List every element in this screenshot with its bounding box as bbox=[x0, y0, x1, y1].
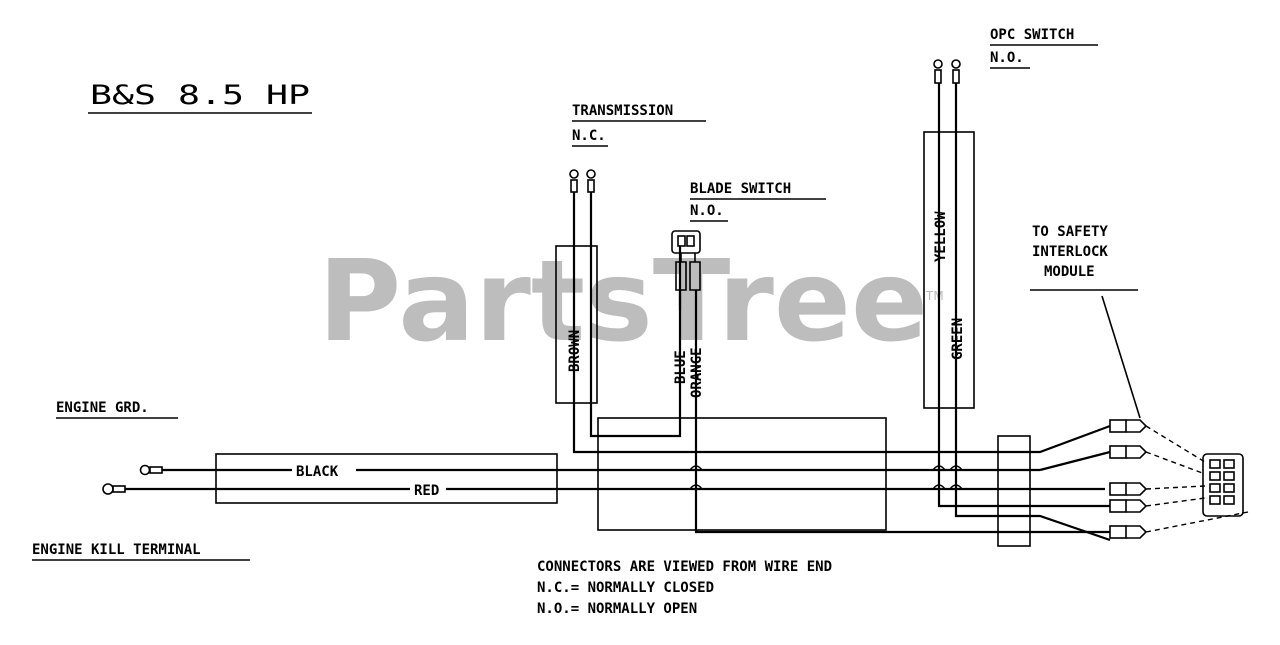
watermark-mark: TM bbox=[925, 289, 944, 303]
wire-red-label: RED bbox=[414, 483, 439, 499]
note-normally-closed: N.C.= NORMALLY CLOSED bbox=[537, 580, 714, 596]
harness-sleeve-main bbox=[215, 453, 558, 504]
engine-ground-label: ENGINE GRD. bbox=[56, 400, 149, 416]
safety-interlock-module-plug bbox=[1202, 453, 1244, 517]
wire-green-label: GREEN bbox=[950, 318, 966, 360]
note-normally-open: N.O.= NORMALLY OPEN bbox=[537, 601, 697, 617]
opc-switch-terminals bbox=[933, 59, 961, 84]
transmission-sleeve bbox=[555, 245, 598, 404]
safety-interlock-terminals bbox=[1109, 419, 1148, 539]
transmission-label: TRANSMISSION bbox=[572, 103, 673, 119]
note-connectors: CONNECTORS ARE VIEWED FROM WIRE END bbox=[537, 559, 832, 575]
engine-kill-ring-terminal bbox=[102, 483, 126, 495]
transmission-state-label: N.C. bbox=[572, 128, 606, 144]
wire-yellow bbox=[937, 83, 1110, 508]
harness-clamp-block bbox=[997, 435, 1031, 547]
wire-green bbox=[954, 83, 1111, 542]
crossover-yellow-black bbox=[932, 465, 946, 471]
watermark: PartsTree bbox=[318, 237, 928, 367]
blade-switch-label: BLADE SWITCH bbox=[690, 181, 791, 197]
transmission-switch-terminals bbox=[569, 169, 596, 193]
crossover-green-black bbox=[949, 465, 963, 471]
wire-brown-a bbox=[572, 192, 1111, 454]
blade-harness-frame bbox=[597, 417, 887, 531]
crossover-green-red bbox=[949, 484, 963, 490]
opc-switch-state-label: N.O. bbox=[990, 50, 1024, 66]
blade-switch-connector bbox=[671, 230, 701, 254]
wire-brown-b bbox=[589, 192, 682, 438]
wire-blue-label: BLUE bbox=[673, 350, 689, 384]
terminal-mapping-lines bbox=[1145, 425, 1249, 533]
engine-ground-terminal bbox=[139, 464, 163, 476]
opc-switch-label: OPC SWITCH bbox=[990, 27, 1074, 43]
safety-label-line3: MODULE bbox=[1044, 264, 1095, 280]
safety-label-line2: INTERLOCK bbox=[1032, 244, 1108, 260]
blade-switch-state-label: N.O. bbox=[690, 203, 724, 219]
crossover-black-orange bbox=[689, 465, 703, 471]
wire-black-label: BLACK bbox=[296, 464, 339, 480]
wire-yellow-label: YELLOW bbox=[933, 211, 949, 262]
diagram-title: B&S 8.5 HP bbox=[90, 80, 310, 111]
crossover-red-orange bbox=[689, 484, 703, 490]
wire-black-end bbox=[1039, 450, 1111, 472]
blade-switch-spade-terminals bbox=[675, 253, 701, 291]
safety-label-line1: TO SAFETY bbox=[1032, 224, 1108, 240]
engine-kill-label: ENGINE KILL TERMINAL bbox=[32, 542, 201, 558]
safety-label-pointer bbox=[1101, 295, 1141, 419]
crossover-yellow-red bbox=[932, 484, 946, 490]
wire-orange bbox=[694, 290, 1110, 534]
opc-sleeve bbox=[923, 131, 975, 409]
